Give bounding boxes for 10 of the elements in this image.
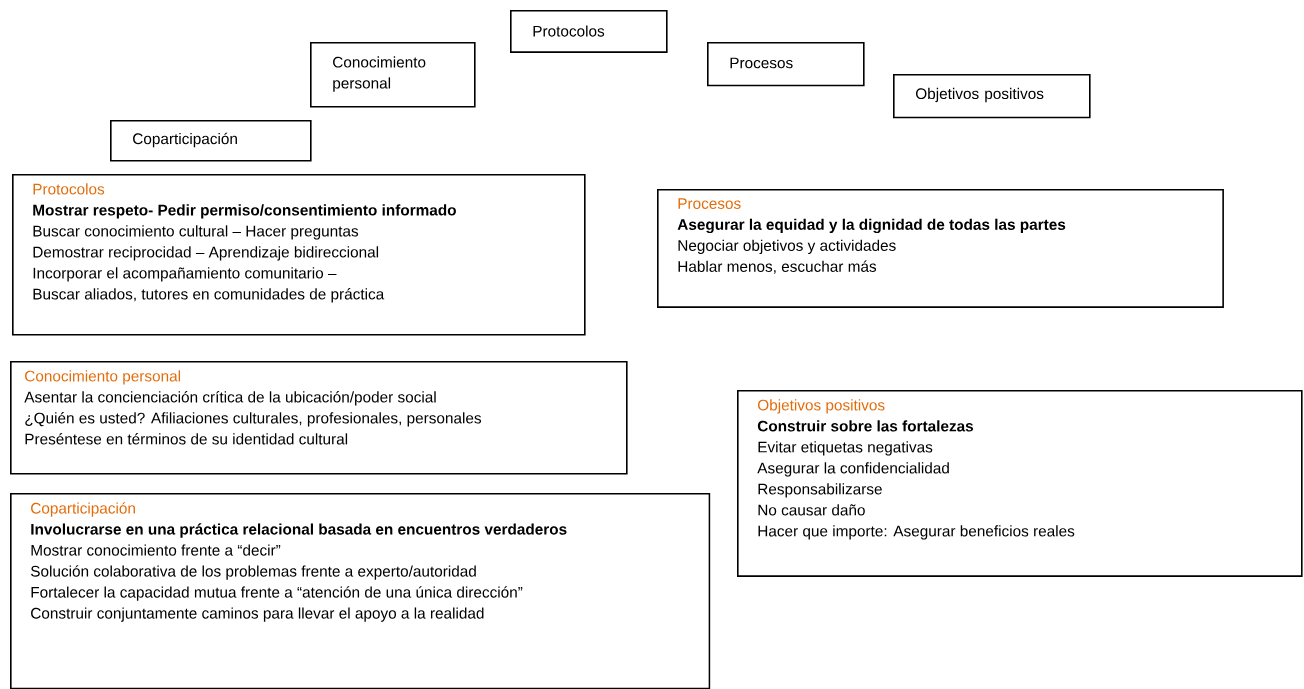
step-box: Coparticipación xyxy=(110,120,312,162)
step-box: Conocimiento personal xyxy=(310,42,476,108)
step-box: Protocolos xyxy=(510,10,668,53)
step-box: Objetivos positivos xyxy=(893,74,1091,119)
text-box: Procesos Asegurar la equidad y la dignidad de todas las partes Negociar objetivos y actividades Hablar menos, escuchar más xyxy=(657,189,1224,308)
text-box: Protocolos Mostrar respeto- Pedir permiso/consentimiento informado Buscar conocimiento cultural – Hacer preguntas Demostrar reciprocidad – Aprendizaje bidireccional Incorporar el acompañamiento comunitario – Buscar aliados, tutores en comunidades de práctica xyxy=(12,174,586,336)
text-box: Coparticipación Involucrarse en una práctica relacional basada en encuentros verdaderos Mostrar conocimiento frente a “decir” Solución colaborativa de los problemas frente a experto/autoridad Fortalecer la capacidad mutua frente a “atención de una única dirección” Construir conjuntamente caminos para llevar el apoyo a la realidad xyxy=(10,493,711,689)
text-box: Conocimiento personal Asentar la concienciación crítica de la ubicación/poder social ¿Quién es usted? Afiliaciones culturales, profesionales, personales Preséntese en términos de su identidad cultural xyxy=(10,361,628,475)
step-box: Procesos xyxy=(707,42,865,87)
text-box: Objetivos positivos Construir sobre las fortalezas Evitar etiquetas negativas Asegurar la confidencialidad Responsabilizarse No causar daño Hacer que importe: Asegurar beneficios reales xyxy=(737,390,1303,577)
